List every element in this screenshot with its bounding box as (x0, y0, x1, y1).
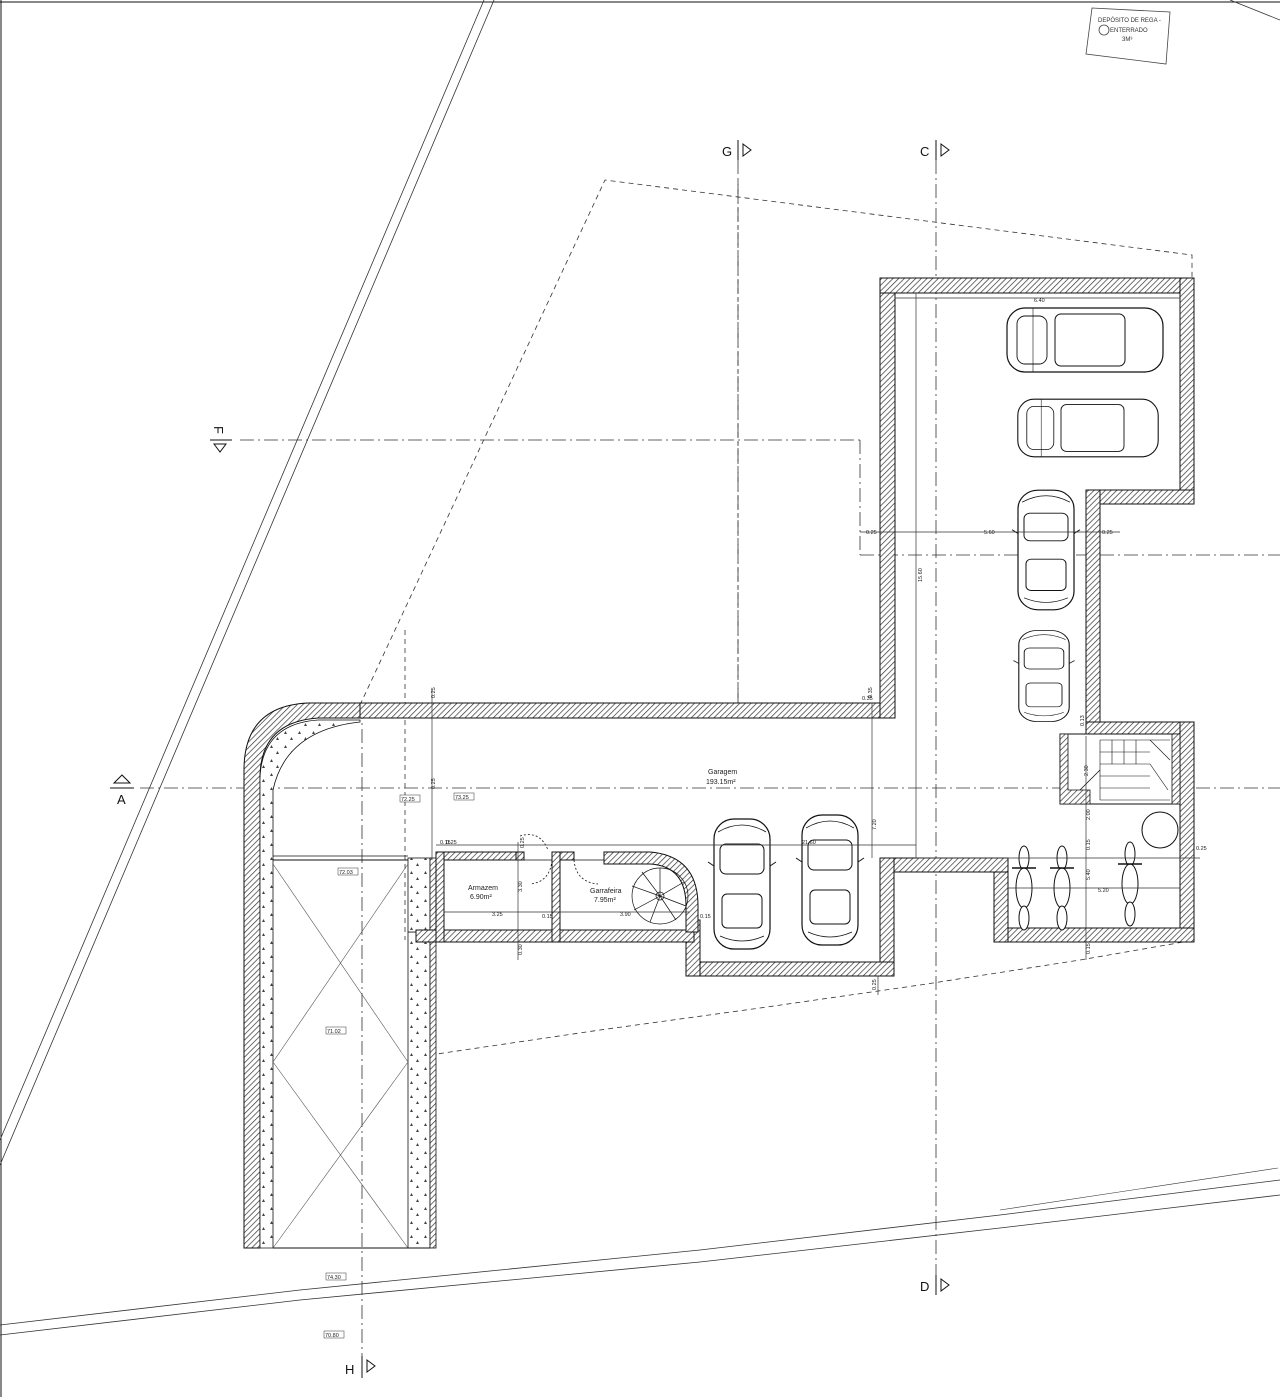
tank-note-line3: 3M³ (1122, 37, 1132, 43)
dim-025a: 0.25 (866, 530, 877, 536)
level-tag-2: 73.25 (455, 795, 469, 801)
level-tag-1: 72.25 (401, 797, 415, 803)
dim-030: 0.30 (518, 944, 524, 955)
dim-025b: 0.25 (1102, 530, 1113, 536)
car-convertible (795, 814, 865, 946)
room-garrafeira-name: Garrafeira (590, 888, 622, 895)
room-garagem-area: 193.15m² (706, 779, 736, 786)
dim-390: 3.90 (620, 912, 631, 918)
site-boundaries (0, 0, 1280, 1336)
dim-035: 0.35 (868, 687, 874, 698)
dim-520: 5.20 (1098, 888, 1109, 894)
section-marker-c: C (920, 140, 950, 160)
dim-560: 5.60 (984, 530, 995, 536)
car-sports (707, 818, 777, 950)
dim-035b: 0.35 (862, 696, 873, 702)
dim-540: 5.40 (1086, 869, 1092, 880)
section-marker-g: G (722, 140, 752, 160)
access-ramp (243, 702, 437, 1249)
dim-width-top: 6.40 (1034, 298, 1045, 304)
dim-025g: 0.25 (1196, 846, 1207, 852)
spiral-stair (631, 867, 689, 925)
section-marker-f: F (210, 426, 232, 453)
dimension-lines (431, 293, 1200, 995)
level-tag-6: 70.80 (325, 1333, 339, 1339)
level-tag-3: 72.03 (339, 870, 353, 876)
dim-330: 3.30 (518, 881, 524, 892)
doors (519, 834, 604, 885)
dim-015d: 0.15 (1086, 839, 1092, 850)
dim-025f: 0.25 (872, 979, 878, 990)
dim-015e: 0.15 (1086, 943, 1092, 954)
dim-1560: 15.60 (918, 568, 924, 582)
level-tag-4: 71.02 (327, 1029, 341, 1035)
tank-note-line2: ENTERRADO (1110, 28, 1148, 34)
dim-025h: 0.25 (446, 840, 457, 846)
section-marker-h: H (345, 1356, 376, 1378)
section-label-d: D (920, 1279, 929, 1294)
dim-720: 7.20 (872, 819, 878, 830)
section-label-a: A (117, 792, 126, 807)
level-tags: 72.25 73.25 72.03 71.02 74.30 70.80 (323, 792, 475, 1339)
level-tag-5: 74.30 (327, 1275, 341, 1281)
dim-015a: 0.15 (440, 840, 451, 846)
dim-025e: 0.25 (520, 837, 526, 848)
room-armazem-name: Armazem (468, 885, 498, 892)
car-coupe (1017, 398, 1159, 458)
section-marker-a: A (110, 774, 134, 807)
irrigation-tank-note: DEPÓSITO DE REGA - ENTERRADO 3M³ (1085, 7, 1171, 65)
section-label-h: H (345, 1362, 354, 1377)
dimension-labels: 6.40 0.25 5.60 0.25 15.60 0.35 0.25 0.25… (431, 298, 1207, 990)
dim-015b: 0.15 (542, 914, 553, 920)
dim-200: 2.00 (1086, 809, 1092, 820)
tank-note-line1: DEPÓSITO DE REGA - (1098, 17, 1161, 24)
dim-025c: 0.25 (431, 687, 437, 698)
dim-025d: 0.25 (431, 778, 437, 789)
section-label-c: C (920, 144, 929, 159)
section-marker-d: D (920, 1275, 950, 1295)
room-armazem: Armazem 6.90m² (468, 885, 498, 901)
dim-230: 2.30 (1084, 765, 1090, 776)
section-label-g: G (722, 144, 732, 159)
garage-walls (359, 277, 1195, 977)
car-hatchback (1011, 489, 1081, 611)
room-garrafeira: Garrafeira 7.95m² (590, 888, 622, 904)
dim-013: 0.13 (1080, 715, 1086, 726)
car-suv (1006, 307, 1164, 373)
car-small (1012, 629, 1076, 723)
room-garagem: Garagem 193.15m² (706, 769, 737, 786)
stair-well (1059, 733, 1181, 805)
tank-circle (1141, 811, 1179, 849)
dim-325: 3.25 (492, 912, 503, 918)
room-garrafeira-area: 7.95m² (594, 897, 616, 904)
section-label-f: F (211, 426, 226, 434)
dim-1800: 21.60 (802, 840, 816, 846)
room-garagem-name: Garagem (708, 769, 737, 776)
room-armazem-area: 6.90m² (470, 894, 492, 901)
motorcycle-3 (1117, 841, 1143, 927)
dim-015c: 0.15 (700, 914, 711, 920)
